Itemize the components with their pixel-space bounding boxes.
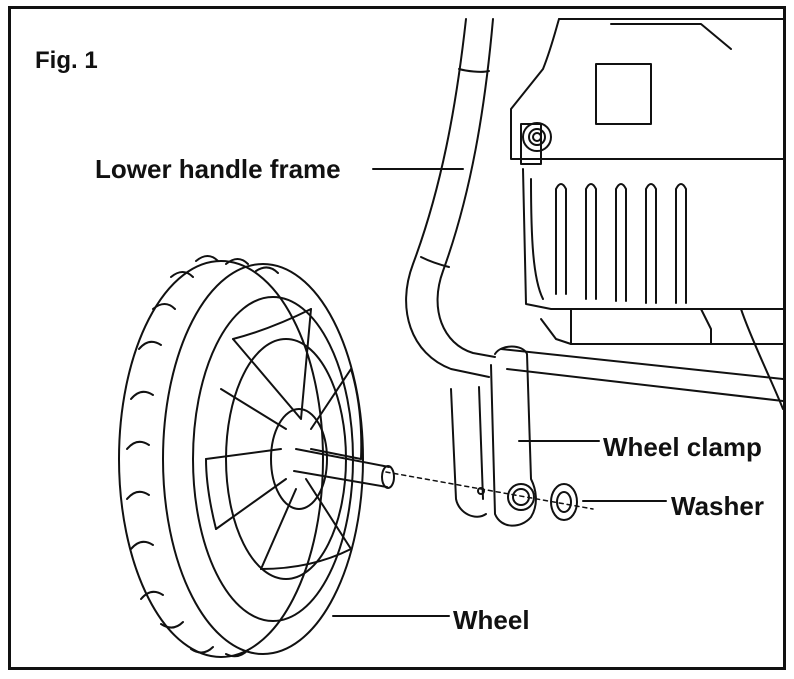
axle-line	[385, 471, 594, 510]
label-wheel-clamp: Wheel clamp	[603, 432, 762, 462]
wheel-clamp-drawing	[450, 345, 537, 527]
assembly-illustration	[118, 18, 783, 658]
lower-handle-frame-drawing	[405, 18, 496, 378]
motor-housing-drawing	[510, 18, 783, 410]
base-frame-drawing	[500, 318, 783, 402]
figure-frame: Fig. 1 Lower handle frame Wheel clamp Wa…	[8, 6, 786, 670]
label-washer: Washer	[671, 491, 764, 521]
wheel-drawing	[118, 255, 395, 658]
label-wheel: Wheel	[453, 605, 530, 635]
figure-title: Fig. 1	[35, 47, 98, 74]
label-lower-handle-frame: Lower handle frame	[95, 154, 341, 184]
